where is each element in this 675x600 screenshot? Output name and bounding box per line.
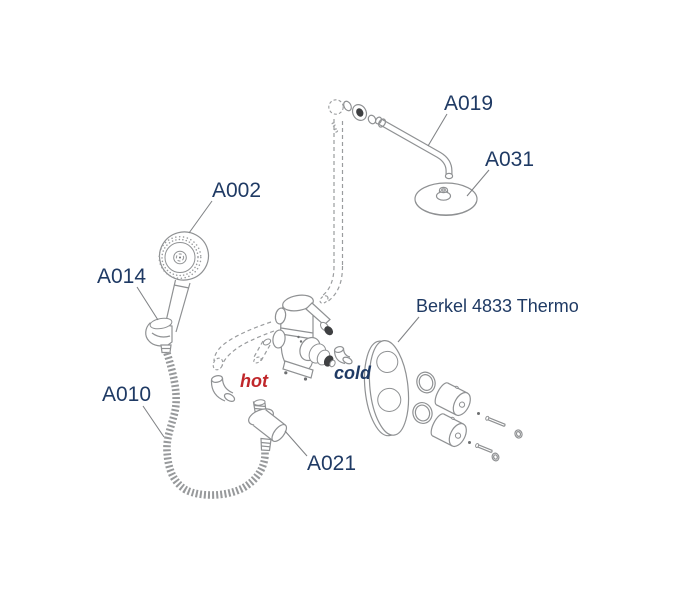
label-hot: hot [240,371,269,391]
screws [468,412,523,462]
labels: A019 A031 A002 A014 A010 A021 Berkel 483… [97,92,579,475]
mixer-valve-body [272,294,336,381]
shower-holder [145,317,173,354]
label-a019: A019 [444,92,493,115]
cold-supply-elbow [333,345,353,365]
rain-shower-head [414,182,478,216]
label-product-name: Berkel 4833 Thermo [416,296,579,316]
wall-outlet-elbow [248,399,288,452]
shower-hose [162,351,269,499]
label-cold: cold [334,363,372,383]
label-a021: A021 [307,452,356,475]
hand-shower [158,231,210,333]
hot-supply-elbow [210,375,236,403]
wall-fittings [343,100,377,125]
label-a002: A002 [212,179,261,202]
o-rings [412,371,436,425]
riser-pipe-dashed [319,99,344,304]
shower-arm [374,116,454,180]
concealed-pipes-dashed [212,321,275,371]
leader-lines [136,113,490,457]
handle-knobs [430,382,471,448]
label-a014: A014 [97,265,146,288]
label-a010: A010 [102,383,151,406]
label-a031: A031 [485,148,534,171]
escutcheon-plate [363,340,410,437]
